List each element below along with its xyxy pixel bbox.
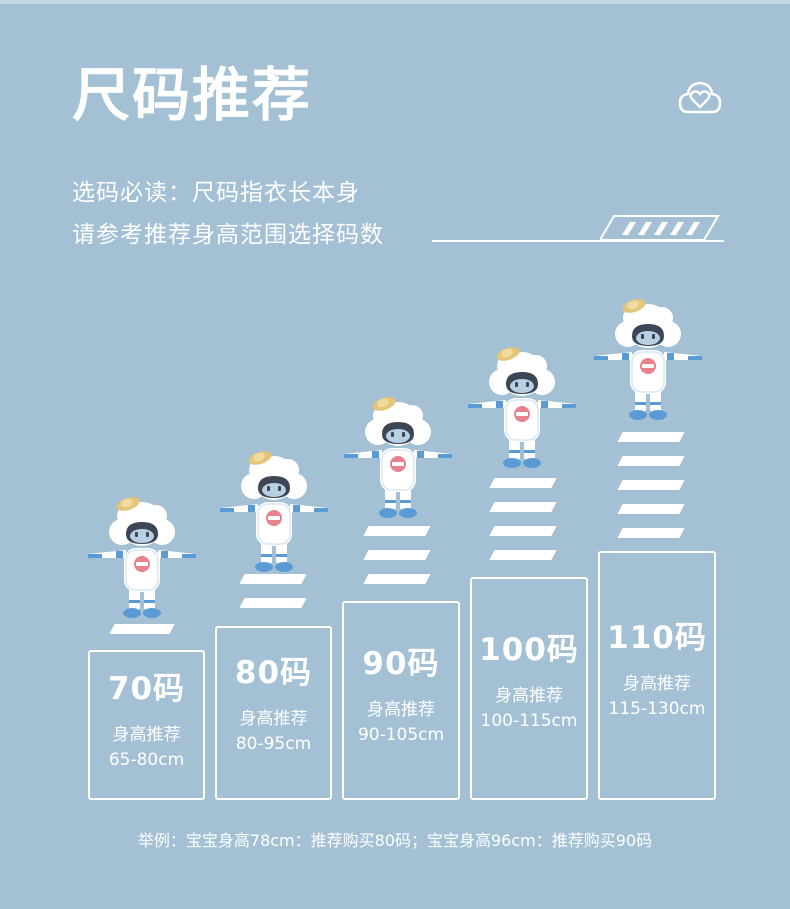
cloud-robot-icon (588, 294, 708, 424)
size-value: 80码 (234, 655, 313, 691)
height-label: 身高推荐 (239, 709, 308, 729)
height-label: 身高推荐 (112, 725, 181, 745)
subtitle-line-2: 请参考推荐身高范围选择码数 (72, 222, 384, 248)
height-label: 身高推荐 (495, 686, 563, 706)
step-stripe (489, 550, 557, 560)
step-stripe (489, 478, 557, 488)
size-card-110[interactable]: 110码 身高推荐 115-130cm (598, 551, 716, 800)
page-title: 尺码推荐 (72, 61, 313, 129)
step-stripe (489, 502, 557, 512)
height-label: 身高推荐 (367, 700, 435, 720)
step-stripe (363, 526, 431, 536)
step-stripe (617, 480, 685, 490)
top-border (0, 0, 790, 4)
subtitle-line-1: 选码必读：尺码指衣长本身 (72, 180, 360, 206)
step-stripe (617, 504, 685, 514)
footer-example: 举例：宝宝身高78cm：推荐购买80码；宝宝身高96cm：推荐购买90码 (137, 831, 653, 850)
step-stripe (239, 574, 307, 584)
step-stripe (109, 624, 175, 634)
step-stripe (489, 526, 557, 536)
cloud-robot-icon (462, 342, 582, 472)
size-value: 70码 (107, 671, 186, 707)
cloud-robot-icon (214, 446, 334, 576)
height-label: 身高推荐 (623, 674, 691, 694)
size-card-80[interactable]: 80码 身高推荐 80-95cm (215, 626, 332, 800)
cloud-robot-icon (338, 392, 458, 522)
step-stripe (363, 574, 431, 584)
size-value: 100码 (479, 632, 579, 668)
size-value: 90码 (362, 646, 440, 682)
decorative-line (432, 240, 724, 242)
step-stripe (617, 528, 685, 538)
size-value: 110码 (607, 620, 707, 656)
height-range: 80-95cm (235, 734, 312, 754)
step-stripe (239, 598, 307, 608)
height-range: 100-115cm (480, 711, 578, 731)
height-range: 65-80cm (108, 750, 185, 770)
cloud-robot-icon (82, 492, 202, 622)
height-range: 90-105cm (357, 725, 445, 745)
size-card-90[interactable]: 90码 身高推荐 90-105cm (342, 601, 460, 800)
height-range: 115-130cm (608, 699, 706, 719)
step-stripe (617, 432, 685, 442)
size-card-70[interactable]: 70码 身高推荐 65-80cm (88, 650, 205, 800)
step-stripe (363, 550, 431, 560)
size-card-100[interactable]: 100码 身高推荐 100-115cm (470, 577, 588, 800)
step-stripe (617, 456, 685, 466)
striped-parallelogram-icon (600, 215, 720, 241)
cloud-heart-icon (678, 81, 722, 114)
